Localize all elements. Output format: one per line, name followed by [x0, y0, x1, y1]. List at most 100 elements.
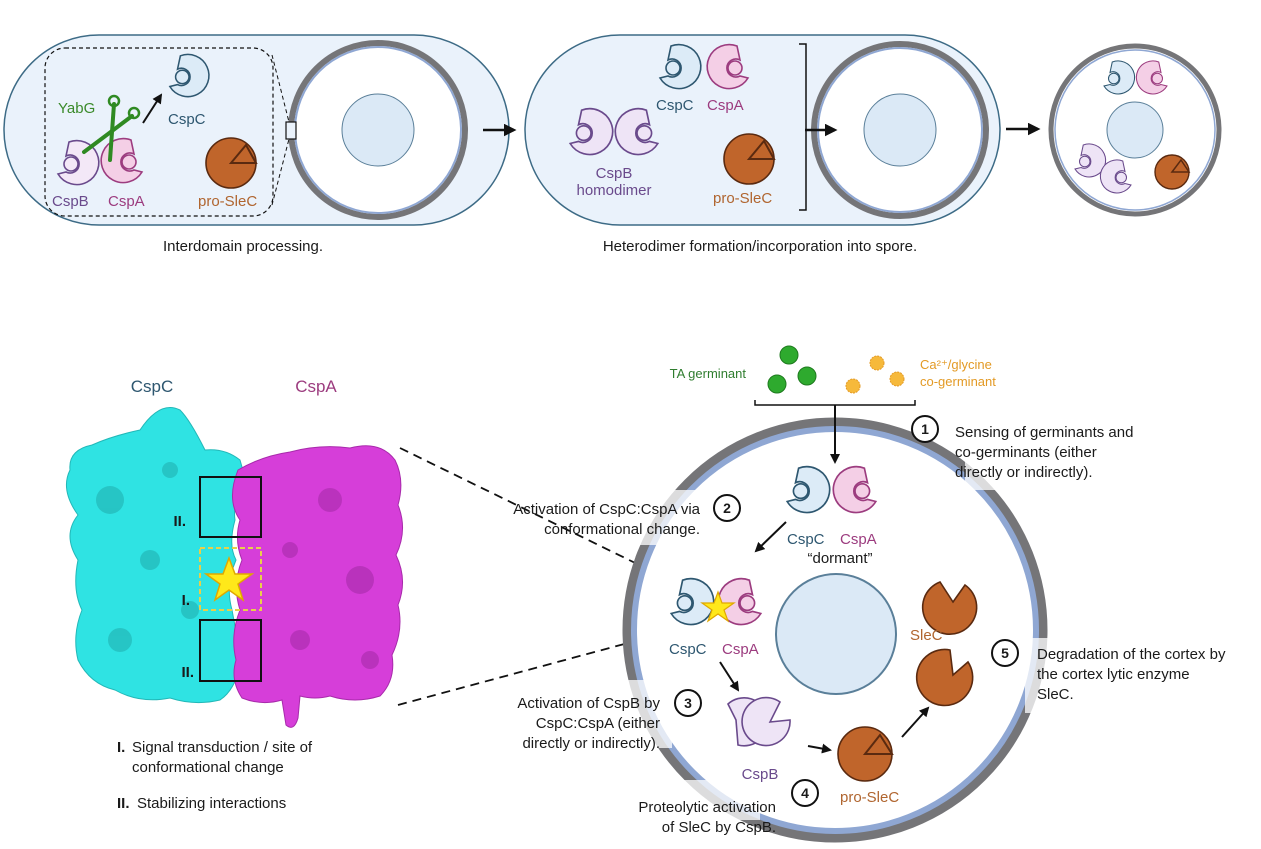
legend-text-i-2: conformational change	[132, 759, 284, 776]
step-4: 4 Proteolytic activation of SleC by CspB…	[638, 779, 819, 836]
step-number: 5	[1001, 645, 1009, 661]
step-text: of SleC by CspB.	[662, 819, 776, 836]
step-2: 2 Activation of CspC:CspA via conformati…	[513, 494, 741, 538]
arrow-dormant-to-active	[754, 521, 787, 553]
step-number: 3	[684, 695, 692, 711]
mark-ii-top: II.	[173, 513, 186, 530]
step-1: 1 Sensing of germinants and co-germinant…	[911, 415, 1133, 481]
label-yabg: YabG	[58, 100, 95, 117]
step-text: SleC.	[1037, 686, 1074, 703]
label-proslec: pro-SleC	[198, 193, 257, 210]
forespore-1	[288, 40, 468, 220]
cspc-surface	[65, 407, 249, 704]
cspc-cspa-structure: CspC CspA II. I. II. I. Signal transduct…	[65, 377, 403, 812]
mature-spore	[1048, 43, 1222, 217]
label-active-cspc: CspC	[669, 641, 707, 658]
germinants: TA germinant Ca²⁺/glycine co-germinant	[670, 345, 996, 464]
step-number-badge	[674, 689, 702, 717]
step-number-badge	[991, 639, 1019, 667]
proslec-icon	[723, 133, 776, 185]
label-proslec: pro-SleC	[713, 190, 772, 207]
bracket	[799, 43, 807, 211]
step-number-badge	[791, 779, 819, 807]
arrow-proslec-to-slec	[901, 706, 930, 738]
region-box-ii-top	[199, 476, 262, 538]
mark-i: I.	[182, 592, 190, 609]
step-text: directly or indirectly).	[522, 735, 660, 752]
legend-text-i-1: Signal transduction / site of	[132, 739, 313, 756]
proslec-icon	[205, 137, 258, 189]
step-number: 2	[723, 500, 731, 516]
region-box-i	[199, 547, 262, 611]
spore-core	[1106, 101, 1164, 159]
label-cspc: CspC	[168, 111, 206, 128]
step-number-badge	[713, 494, 741, 522]
spore-core	[341, 93, 415, 167]
label-cspa: CspA	[707, 97, 744, 114]
legend-mark-ii: II.	[117, 795, 130, 812]
label-slec: SleC	[910, 627, 943, 644]
spore-core	[863, 93, 937, 167]
spore-core	[775, 573, 897, 695]
legend-text-ii: Stabilizing interactions	[137, 795, 286, 812]
structure-legend: I. Signal transduction / site of conform…	[117, 739, 313, 812]
step-text: conformational change.	[544, 521, 700, 538]
scissors-icon	[82, 94, 141, 162]
step-5: 5 Degradation of the cortex by the corte…	[991, 639, 1226, 703]
forespore-2	[811, 41, 989, 219]
co-germinant-icon	[845, 355, 905, 394]
active-complex: CspC CspA	[669, 577, 762, 658]
zoom-line-bottom	[397, 632, 666, 706]
label-proslec: pro-SleC	[840, 789, 899, 806]
ta-germinant-icon	[767, 345, 817, 394]
slec-icon	[915, 581, 978, 707]
caption-heterodimer: Heterodimer formation/incorporation into…	[603, 238, 917, 255]
label-cspc: CspC	[656, 97, 694, 114]
label-dormant-cspa: CspA	[840, 531, 877, 548]
structure-label-cspc: CspC	[131, 377, 174, 396]
proslec-icon	[837, 726, 894, 782]
step-3: 3 Activation of CspB by CspC:CspA (eithe…	[517, 689, 702, 752]
step-number-badge	[911, 415, 939, 443]
cspa-surface	[232, 445, 403, 728]
step-text: Proteolytic activation	[638, 799, 776, 816]
step-number: 4	[801, 785, 809, 801]
arrow-cspb-to-proslec	[807, 743, 832, 754]
step-text: CspC:CspA (either	[536, 715, 660, 732]
mark-ii-bottom: II.	[181, 664, 194, 681]
step-text: Activation of CspC:CspA via	[513, 501, 700, 518]
label-cspb: CspB	[742, 766, 779, 783]
legend-mark-i: I.	[117, 739, 125, 756]
zoom-inset-box	[44, 47, 274, 217]
zoom-line-top	[399, 447, 671, 581]
panel-heterodimer-formation: CspC CspA CspB homodimer pro-SleC Hetero…	[524, 34, 1001, 255]
germinant-bracket	[754, 400, 916, 406]
step-text: the cortex lytic enzyme	[1037, 666, 1190, 683]
label-dormant-cspc: CspC	[787, 531, 825, 548]
caption-interdomain: Interdomain processing.	[163, 238, 323, 255]
label-co-germinant: co-germinant	[920, 374, 996, 389]
label-cspa: CspA	[108, 193, 145, 210]
label-active-cspa: CspA	[722, 641, 759, 658]
label-ca-glycine: Ca²⁺/glycine	[920, 357, 992, 372]
region-box-ii-bottom	[199, 619, 262, 682]
panel-interdomain-processing: CspC CspB CspA YabG pro-SleC Interdomain…	[3, 34, 510, 255]
arrow-release	[142, 93, 163, 124]
cspb-dimer-icon	[727, 696, 791, 747]
step-text: directly or indirectly).	[955, 464, 1093, 481]
label-dormant: “dormant”	[807, 550, 872, 567]
star-icon	[700, 590, 736, 623]
label-homodimer: homodimer	[576, 182, 651, 199]
step-text: Activation of CspB by	[517, 695, 660, 712]
step-text: Degradation of the cortex by	[1037, 646, 1226, 663]
structure-label-cspa: CspA	[295, 377, 337, 396]
step-number: 1	[921, 421, 929, 437]
label-cspb: CspB	[596, 165, 633, 182]
label-cspb: CspB	[52, 193, 89, 210]
step-text: Sensing of germinants and	[955, 424, 1133, 441]
label-ta-germinant: TA germinant	[670, 366, 747, 381]
dormant-complex: CspC CspA “dormant”	[786, 465, 877, 567]
step-text: co-germinants (either	[955, 444, 1097, 461]
star-icon	[203, 555, 255, 602]
